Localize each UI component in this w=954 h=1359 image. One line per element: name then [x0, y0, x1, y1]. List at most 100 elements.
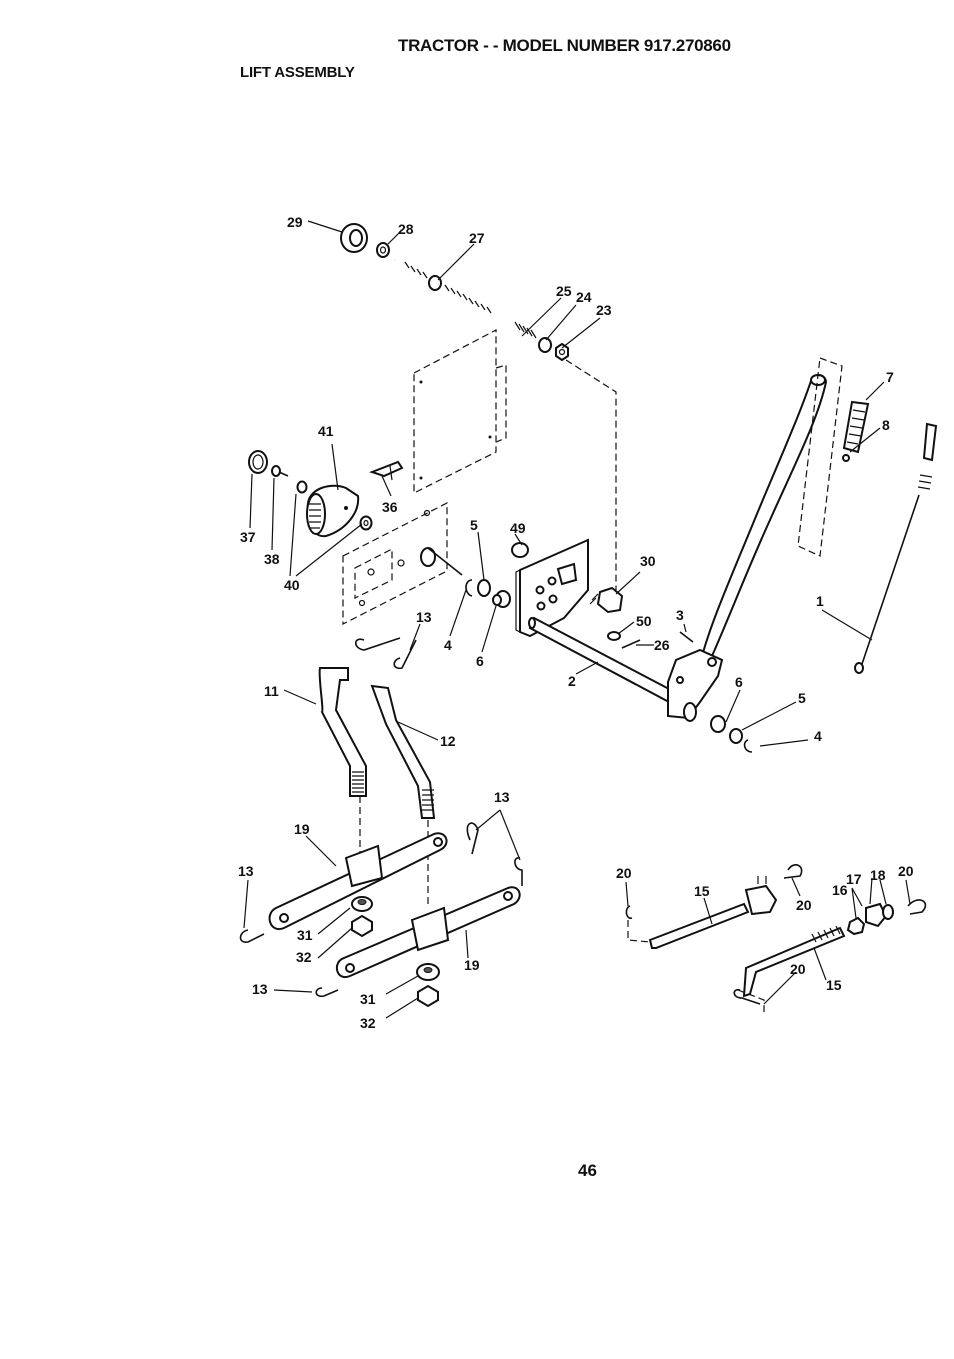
callout-1: 1	[816, 593, 824, 609]
washer-5a	[477, 579, 491, 597]
cam-knob-41	[306, 484, 360, 538]
rod-15b	[737, 925, 846, 1016]
washer-28	[376, 242, 390, 258]
callout-49: 49	[510, 520, 526, 536]
callout-8: 8	[882, 417, 890, 433]
link-12	[370, 684, 436, 819]
bushing-6a	[492, 590, 511, 608]
callout-19a: 19	[294, 821, 310, 837]
pin-20d	[733, 988, 761, 1005]
callout-13d: 13	[252, 981, 268, 997]
callout-27: 27	[469, 230, 485, 246]
callout-15a: 15	[694, 883, 710, 899]
nut-8	[842, 454, 850, 462]
callout-15b: 15	[826, 977, 842, 993]
lift-arm-19b	[335, 886, 521, 979]
callout-20a: 20	[616, 865, 632, 881]
bushing-6b	[710, 715, 726, 733]
pivot-stud	[420, 547, 463, 576]
pivot-plate	[515, 538, 589, 638]
handle-dashed-outline	[797, 357, 843, 557]
threaded-rod-27	[394, 258, 536, 338]
frame-plate-outline	[413, 329, 507, 494]
bushing-31a	[351, 896, 373, 912]
callout-17: 17	[846, 871, 862, 887]
ring-37	[248, 450, 268, 474]
pin-3	[679, 631, 694, 643]
callout-23: 23	[596, 302, 612, 318]
page-number: 46	[578, 1161, 597, 1180]
rod-15a	[627, 876, 778, 949]
callout-4b: 4	[814, 728, 822, 744]
callout-13c: 13	[238, 863, 254, 879]
callout-37: 37	[240, 529, 256, 545]
bracket-36	[369, 460, 404, 481]
leader-lines	[243, 220, 911, 1019]
hand-grip-7	[842, 400, 870, 454]
callout-5b: 5	[798, 690, 806, 706]
bolt-26	[621, 639, 641, 649]
callout-31b: 31	[360, 991, 376, 1007]
callout-20c: 20	[898, 863, 914, 879]
callout-3: 3	[676, 607, 684, 623]
callout-19b: 19	[464, 957, 480, 973]
callout-36: 36	[382, 499, 398, 515]
assembly-line	[565, 359, 617, 590]
hairpin-13d	[315, 987, 339, 998]
callout-38: 38	[264, 551, 280, 567]
callout-30: 30	[640, 553, 656, 569]
callout-24: 24	[576, 289, 592, 305]
pin-20c	[907, 899, 927, 915]
callout-32b: 32	[360, 1015, 376, 1031]
page-title: TRACTOR - - MODEL NUMBER 917.270860	[398, 36, 731, 55]
hairpin-13b	[466, 822, 523, 886]
pin-20b	[783, 864, 803, 879]
pin-20a	[625, 905, 633, 919]
lift-handle	[667, 374, 828, 722]
swivel-17	[865, 902, 888, 928]
washer-24	[538, 337, 552, 353]
nut-16	[846, 916, 866, 936]
callout-11: 11	[264, 683, 279, 699]
callout-6b: 6	[735, 674, 743, 690]
hairpin-13c	[239, 929, 265, 943]
callout-20b: 20	[796, 897, 812, 913]
callout-4a: 4	[444, 637, 452, 653]
bushing-31b	[416, 963, 440, 981]
washer-50	[607, 631, 621, 641]
spring-25	[514, 321, 537, 339]
nut-32a	[351, 914, 373, 938]
callout-13a: 13	[416, 609, 432, 625]
washer-49	[511, 542, 529, 558]
callout-13b: 13	[494, 789, 510, 805]
callout-16: 16	[832, 882, 848, 898]
callout-29: 29	[287, 214, 303, 230]
nut-23	[555, 342, 569, 362]
nut-32b	[417, 984, 439, 1008]
clip-4b	[743, 739, 753, 753]
lift-bracket-outline	[342, 502, 448, 625]
callout-18: 18	[870, 867, 886, 883]
cross-shaft-2	[528, 616, 692, 712]
rod-1	[854, 422, 938, 674]
washer-40a	[296, 480, 308, 494]
callout-40: 40	[284, 577, 300, 593]
callout-labels: 29 28 27 25 24 23 7 8 41 36 37 38 40 5 4…	[238, 214, 914, 1031]
callout-20d: 20	[790, 961, 806, 977]
callout-41: 41	[318, 423, 334, 439]
callout-26: 26	[654, 637, 670, 653]
callout-50: 50	[636, 613, 652, 629]
lift-arm-19a	[268, 832, 448, 931]
nut-18	[882, 904, 894, 920]
section-title: LIFT ASSEMBLY	[240, 64, 355, 81]
callout-28: 28	[398, 221, 414, 237]
callout-5a: 5	[470, 517, 478, 533]
knob-29	[340, 223, 368, 253]
hairpin-13a	[354, 637, 417, 670]
adjuster-30	[589, 586, 624, 614]
callout-32a: 32	[296, 949, 312, 965]
callout-25: 25	[556, 283, 572, 299]
callout-12: 12	[440, 733, 456, 749]
bolt-38	[271, 465, 289, 477]
